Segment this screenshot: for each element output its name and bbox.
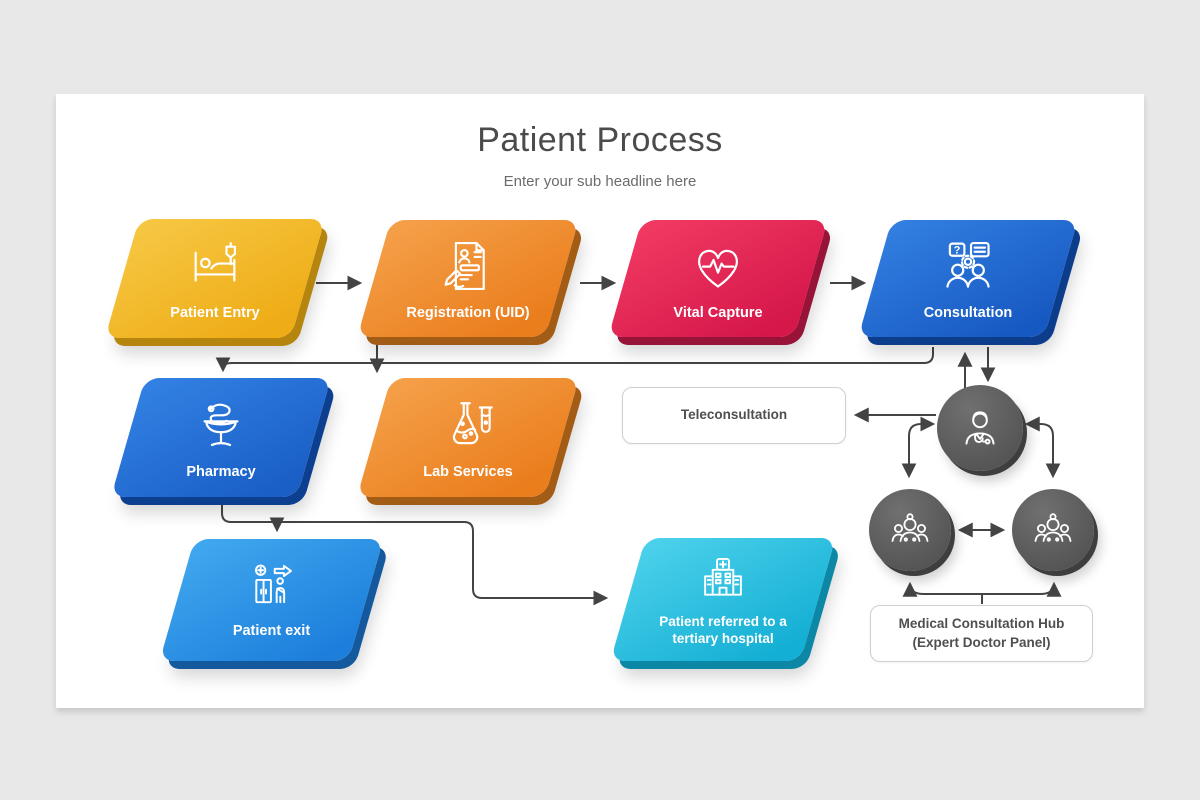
node-patient-entry[interactable]: Patient Entry xyxy=(104,219,326,338)
doctor-icon xyxy=(965,411,995,445)
hospital-building-icon xyxy=(704,558,742,596)
page-subtitle: Enter your sub headline here xyxy=(503,173,697,190)
node-label: Pharmacy xyxy=(186,463,256,480)
exit-door-icon xyxy=(254,565,292,604)
node-label: Consultation xyxy=(923,304,1013,321)
slide-header: Patient Process Enter your sub headline … xyxy=(56,121,1144,190)
node-label: Lab Services xyxy=(423,463,513,480)
doctors-team-icon xyxy=(891,513,929,542)
page-title: Patient Process xyxy=(477,121,723,159)
node-label: Patient referred to a tertiary hospital xyxy=(659,614,787,646)
node-label: Registration (UID) xyxy=(406,304,530,321)
node-registration[interactable]: Registration (UID) xyxy=(357,220,579,337)
teleconsultation-box[interactable]: Teleconsultation xyxy=(622,387,846,444)
teleconsultation-label: Teleconsultation xyxy=(680,407,788,423)
node-patient-exit[interactable]: Patient exit xyxy=(159,539,384,661)
medical-hub-line2: (Expert Doctor Panel) xyxy=(912,634,1051,650)
node-pharmacy[interactable]: Pharmacy xyxy=(110,378,332,497)
node-label: Vital Capture xyxy=(673,304,763,321)
node-lab-services[interactable]: Lab Services xyxy=(356,378,580,497)
node-label: Patient Entry xyxy=(170,304,260,321)
heartbeat-icon xyxy=(698,249,738,288)
node-label: Patient exit xyxy=(232,623,311,640)
doctors-team-icon xyxy=(1034,513,1072,542)
pharmacy-bowl-icon xyxy=(203,403,239,446)
doctor-team-circle-right[interactable] xyxy=(1012,489,1094,571)
node-vital-capture[interactable]: Vital Capture xyxy=(608,220,828,337)
consultation-icon: ? xyxy=(946,241,990,288)
node-tertiary-hospital[interactable]: Patient referred to a tertiary hospital xyxy=(610,538,836,661)
medical-hub-line1: Medical Consultation Hub xyxy=(898,616,1065,632)
lab-flask-icon xyxy=(452,402,493,445)
registration-form-icon xyxy=(444,241,485,290)
svg-text:?: ? xyxy=(954,245,961,257)
medical-hub-box[interactable]: Medical Consultation Hub (Expert Doctor … xyxy=(870,605,1093,662)
node-consultation[interactable]: ? Consultation xyxy=(858,220,1078,337)
doctor-team-circle-left[interactable] xyxy=(869,489,951,571)
patient-in-bed-icon xyxy=(194,241,237,282)
doctor-circle[interactable] xyxy=(937,385,1023,471)
